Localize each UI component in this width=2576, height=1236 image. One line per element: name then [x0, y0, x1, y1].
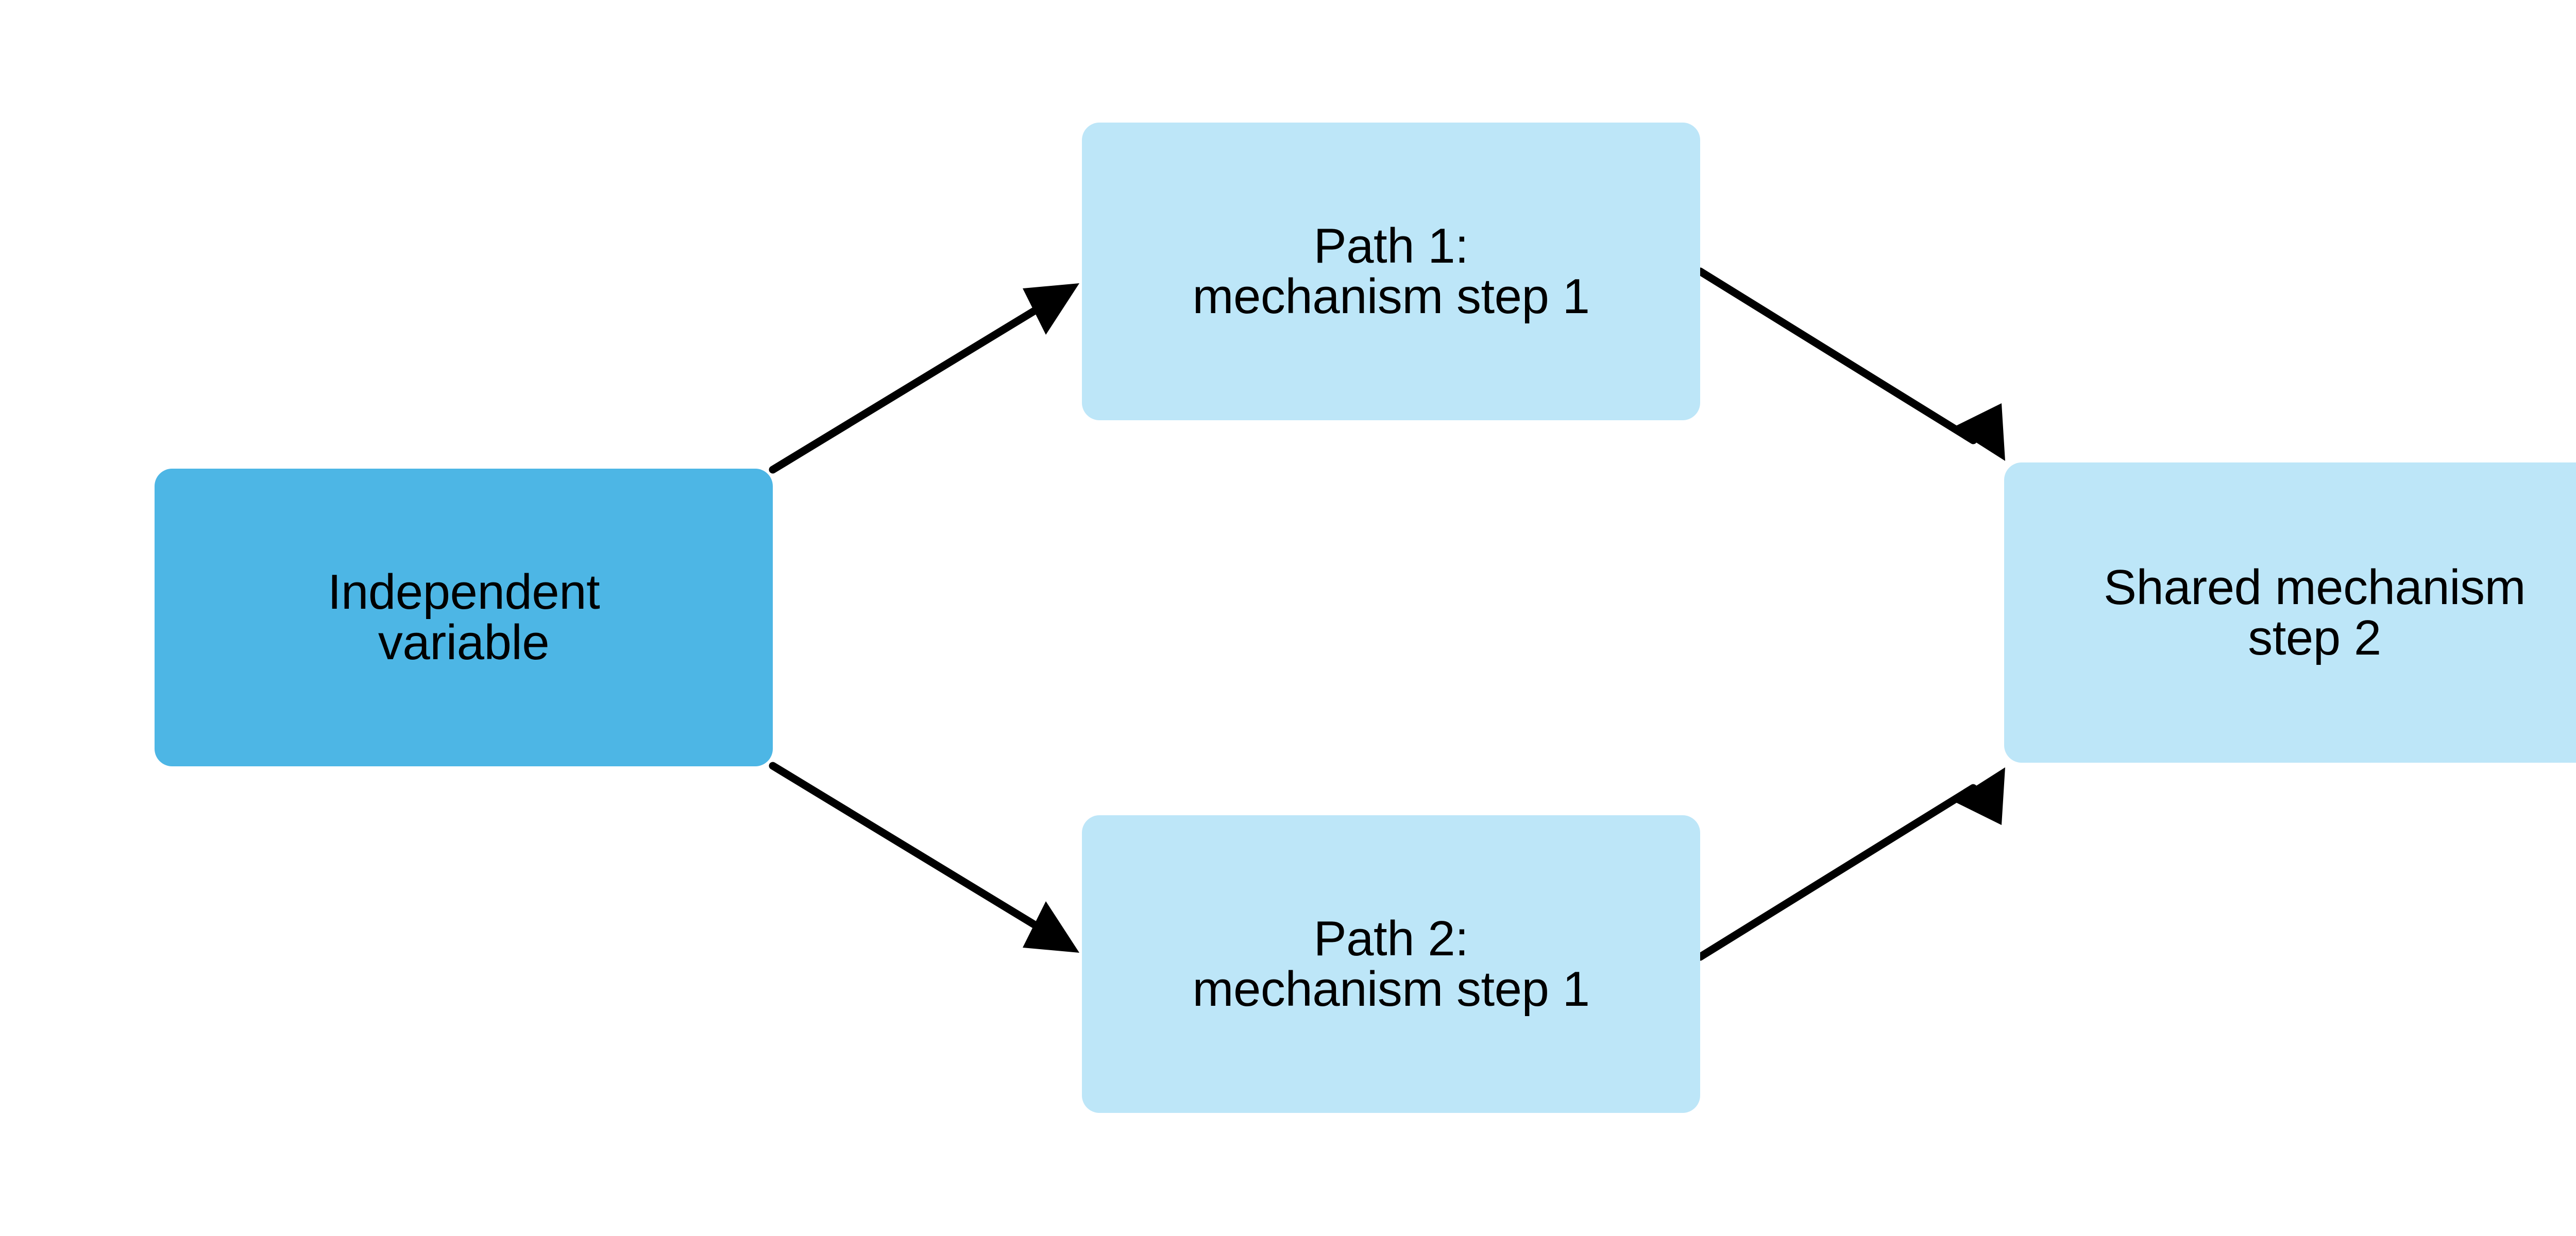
node-path-2[interactable]: Path 2: mechanism step 1	[1082, 815, 1700, 1113]
node-shared-mechanism-label: Shared mechanism step 2	[2103, 559, 2526, 665]
node-independent-variable[interactable]: Independent variable	[155, 469, 773, 766]
arrowhead-icon	[1953, 403, 2005, 461]
edge-independent-to-path2	[769, 762, 1079, 953]
node-path-2-label: Path 2: mechanism step 1	[1192, 911, 1590, 1017]
arrowhead-icon	[1023, 901, 1079, 953]
arrowhead-icon	[1953, 767, 2005, 825]
node-independent-variable-label: Independent variable	[327, 564, 600, 670]
edge-path2-to-shared	[1696, 767, 2005, 961]
node-path-1-label: Path 1: mechanism step 1	[1192, 218, 1590, 324]
node-path-1[interactable]: Path 1: mechanism step 1	[1082, 123, 1700, 420]
edge-path1-to-shared	[1696, 267, 2005, 461]
node-shared-mechanism[interactable]: Shared mechanism step 2	[2004, 462, 2576, 763]
edge-independent-to-path1	[769, 283, 1079, 474]
arrowhead-icon	[1023, 283, 1079, 335]
